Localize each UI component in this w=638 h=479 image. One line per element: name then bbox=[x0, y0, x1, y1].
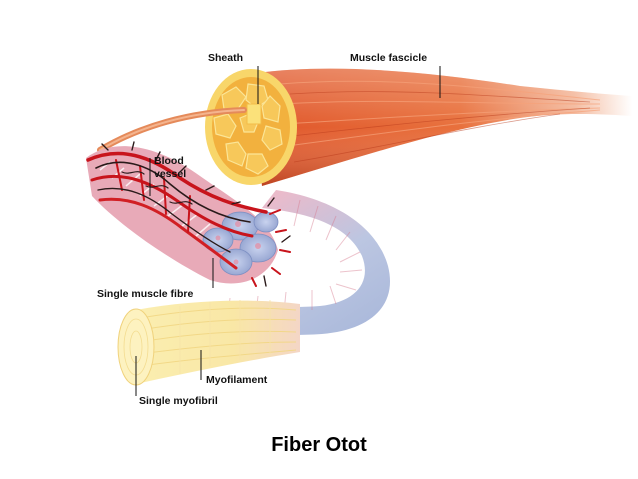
label-blood-vessel-line1: Blood bbox=[154, 155, 184, 167]
single-myofibril-illustration bbox=[117, 300, 300, 386]
label-muscle-fascicle: Muscle fascicle bbox=[350, 52, 441, 98]
sheath-cross-section bbox=[205, 69, 297, 185]
muscle-fibre-bundle bbox=[86, 141, 291, 287]
label-myofilament-text: Myofilament bbox=[206, 374, 268, 386]
diagram-caption: Fiber Otot bbox=[271, 434, 367, 456]
label-blood-vessel-line2: vessel bbox=[154, 168, 186, 180]
label-single-myofibril: Single myofibril bbox=[135, 356, 218, 407]
label-single-muscle-fibre-text: Single muscle fibre bbox=[97, 288, 193, 300]
muscle-fascicle-illustration bbox=[250, 68, 632, 186]
label-sheath-text: Sheath bbox=[208, 52, 243, 64]
label-myofilament: Myofilament bbox=[200, 350, 268, 386]
label-single-muscle-fibre: Single muscle fibre bbox=[97, 258, 214, 300]
label-single-myofibril-text: Single myofibril bbox=[139, 395, 218, 407]
blood-vessel-network bbox=[86, 141, 291, 287]
label-blood-vessel: Blood vessel bbox=[149, 155, 186, 196]
label-muscle-fascicle-text: Muscle fascicle bbox=[350, 52, 427, 64]
fibre-ends bbox=[202, 211, 279, 276]
label-sheath: Sheath bbox=[208, 52, 259, 104]
